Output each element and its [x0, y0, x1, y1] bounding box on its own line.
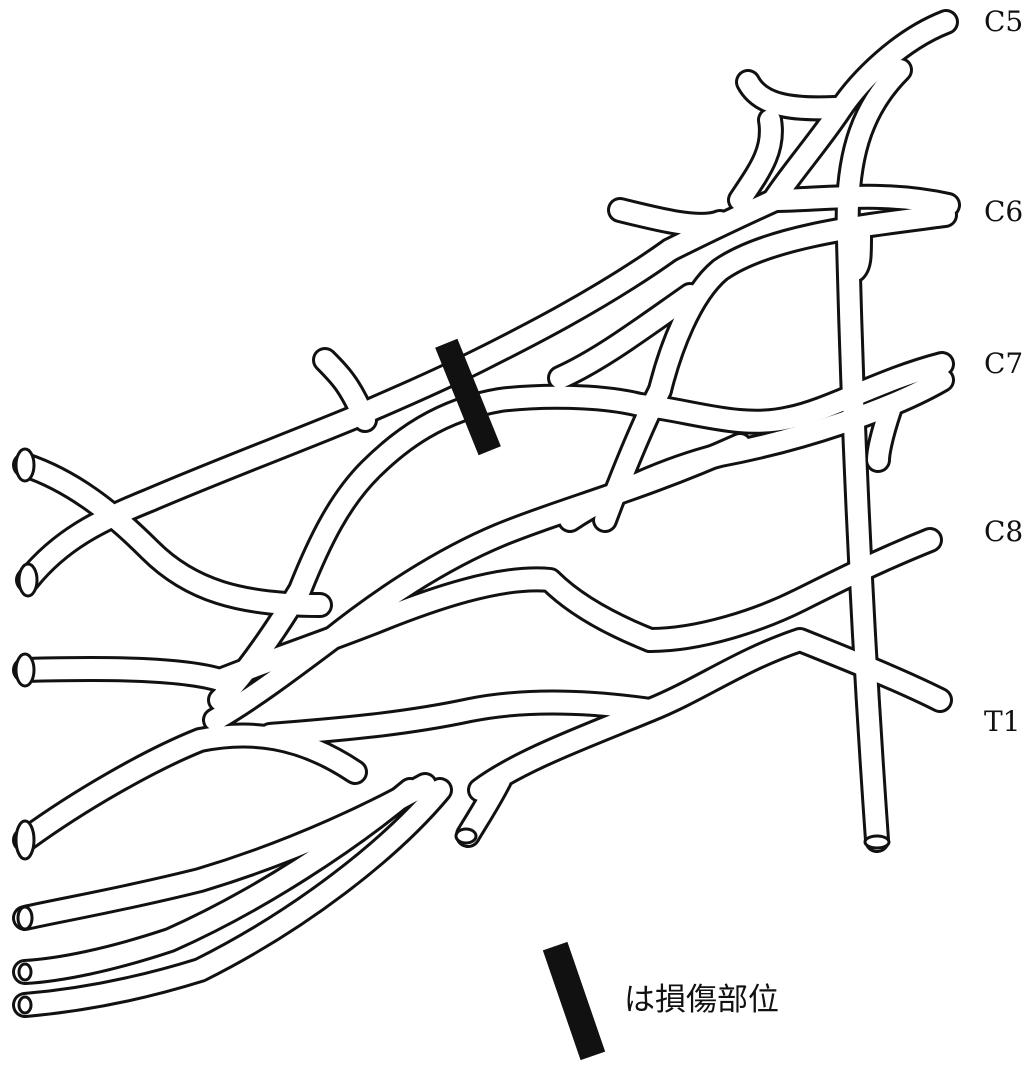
musculocutaneous-nerve — [15, 455, 330, 615]
c5-dorsal-scapular-branch — [738, 72, 845, 119]
medial-cord — [260, 692, 660, 745]
small-branch-upper — [315, 350, 375, 430]
median-nerve — [15, 725, 365, 850]
root-label-c5: C5 — [984, 5, 1024, 38]
cut-end-small-branch — [454, 827, 478, 845]
nerve-cut-ends — [14, 447, 891, 1015]
radial-nerve — [15, 659, 230, 690]
cut-end-lateral — [17, 562, 39, 598]
lesion-marker — [435, 338, 501, 456]
c6-root — [765, 186, 958, 215]
root-label-c8: C8 — [984, 515, 1024, 548]
c6-lower-split — [845, 225, 870, 280]
medial-antebrachial-cutaneous-nerve — [15, 780, 450, 1015]
c8-root — [640, 530, 940, 650]
nerve-network — [12, 9, 961, 1018]
c5-long-thoracic-branch — [730, 110, 781, 210]
root-label-c6: C6 — [984, 195, 1024, 228]
c6-posterior-link — [650, 205, 955, 400]
cut-end-ulnar — [16, 905, 34, 931]
legend-text: は損傷部位 — [624, 982, 779, 1018]
cut-end-median — [14, 819, 36, 861]
cut-end-radial — [14, 652, 36, 688]
lower-trunk — [210, 569, 660, 690]
cut-end-medial-antebrachial — [17, 995, 33, 1015]
upper-trunk — [350, 240, 680, 425]
cut-end-musculocutaneous — [14, 447, 36, 483]
upper-trunk-posterior-division — [550, 285, 700, 388]
medial-brachial-cutaneous-nerve — [15, 780, 420, 982]
cut-end-vessel — [863, 834, 891, 850]
suprascapular-branch — [610, 200, 730, 235]
c7-spinal-fork — [868, 400, 900, 470]
c7-middle-trunk — [210, 386, 650, 710]
cut-end-medial-brachial — [17, 962, 33, 982]
c7-root — [630, 354, 952, 432]
posterior-cord — [205, 435, 750, 730]
legend-marker — [542, 941, 606, 1061]
t1-root — [470, 630, 950, 800]
root-label-t1: T1 — [984, 705, 1021, 738]
root-label-c7: C7 — [984, 347, 1024, 380]
lateral-cord-to-musculocutaneous — [18, 405, 370, 590]
